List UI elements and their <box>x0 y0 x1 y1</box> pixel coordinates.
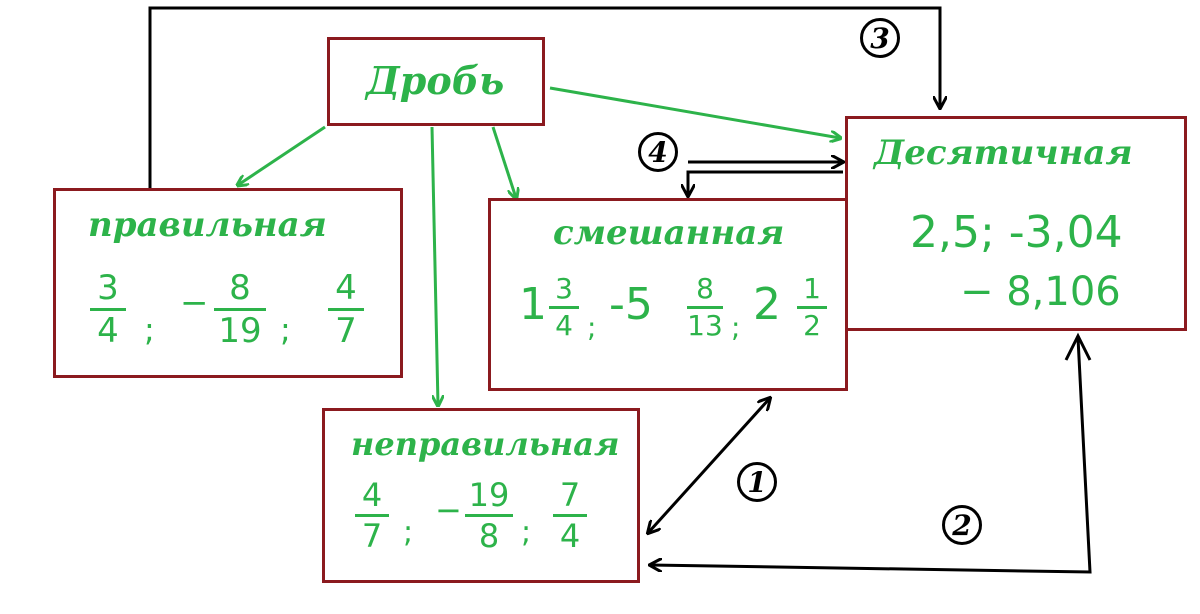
proper-example-2: 8 19 <box>214 271 266 348</box>
arrow-2-head-up <box>1064 332 1092 361</box>
mixed-example-3-frac: 1 2 <box>797 275 827 340</box>
proper-separator-1: ; <box>144 311 155 349</box>
mixed-example-1-num: 3 <box>555 272 573 305</box>
badge-4: 4 <box>638 132 678 172</box>
proper-title: правильная <box>88 205 327 245</box>
proper-example-2-num: 8 <box>229 268 251 308</box>
improper-example-2-num: 19 <box>468 476 510 514</box>
root-title: Дробь <box>366 58 505 103</box>
mixed-example-3-num: 1 <box>803 272 821 305</box>
badge-2: 2 <box>942 505 982 545</box>
improper-separator-2: ; <box>521 515 532 550</box>
decimal-title: Десятичная <box>874 133 1133 173</box>
improper-example-2-sign: − <box>435 491 462 529</box>
proper-example-3: 4 7 <box>328 271 364 348</box>
proper-example-2-den: 19 <box>218 311 262 351</box>
mixed-box: смешанная 1 3 4 ; -5 8 13 ; 2 1 2 <box>488 198 848 391</box>
proper-example-1-den: 4 <box>97 311 119 351</box>
mixed-example-2-frac: 8 13 <box>687 275 723 340</box>
mixed-example-1-whole: 1 <box>519 279 547 330</box>
mixed-example-1-den: 4 <box>555 309 573 342</box>
improper-example-1: 4 7 <box>355 479 389 552</box>
mixed-example-2-num: 8 <box>696 272 714 305</box>
arrow-proper-to-decimal <box>148 6 940 188</box>
improper-example-1-den: 7 <box>361 517 383 555</box>
improper-box: неправильная 4 7 ; − 19 8 ; 7 4 <box>322 408 640 583</box>
mixed-example-3-whole: 2 <box>753 279 781 330</box>
arrow-root-to-mixed <box>491 126 516 198</box>
improper-example-2-den: 8 <box>478 517 500 555</box>
arrow-decimal-to-improper <box>650 337 1092 574</box>
mixed-separator-2: ; <box>731 311 741 344</box>
badge-3: 3 <box>860 18 900 58</box>
improper-title: неправильная <box>351 425 620 463</box>
mixed-example-2-whole: -5 <box>609 279 653 330</box>
decimal-box: Десятичная 2,5; -3,04 − 8,106 <box>845 116 1187 331</box>
improper-separator-1: ; <box>403 515 414 550</box>
improper-example-3: 7 4 <box>553 479 587 552</box>
proper-example-1: 3 4 <box>90 271 126 348</box>
arrow-4-to-mixed <box>688 170 843 196</box>
proper-example-1-num: 3 <box>97 268 119 308</box>
improper-example-3-den: 4 <box>559 517 581 555</box>
badge-1: 1 <box>737 462 777 502</box>
improper-example-1-num: 4 <box>361 476 383 514</box>
arrow-root-to-improper <box>430 126 438 405</box>
arrow-mixed-improper <box>648 398 770 533</box>
arrow-root-to-proper <box>238 125 326 185</box>
mixed-title: смешанная <box>553 213 785 253</box>
improper-example-2: 19 8 <box>465 479 513 552</box>
decimal-line-1: 2,5; -3,04 <box>910 207 1123 258</box>
arrow-root-to-decimal <box>549 86 840 138</box>
improper-example-3-num: 7 <box>559 476 581 514</box>
mixed-separator-1: ; <box>587 311 597 344</box>
decimal-line-2: − 8,106 <box>960 269 1121 315</box>
proper-example-3-den: 7 <box>335 311 357 351</box>
proper-example-3-num: 4 <box>335 268 357 308</box>
proper-box: правильная 3 4 ; − 8 19 ; 4 7 <box>53 188 403 378</box>
mixed-example-1-frac: 3 4 <box>549 275 579 340</box>
proper-separator-2: ; <box>280 311 291 349</box>
mixed-example-3-den: 2 <box>803 309 821 342</box>
root-box: Дробь <box>327 37 545 126</box>
proper-example-2-sign: − <box>180 283 209 323</box>
mixed-example-2-den: 13 <box>687 309 723 342</box>
